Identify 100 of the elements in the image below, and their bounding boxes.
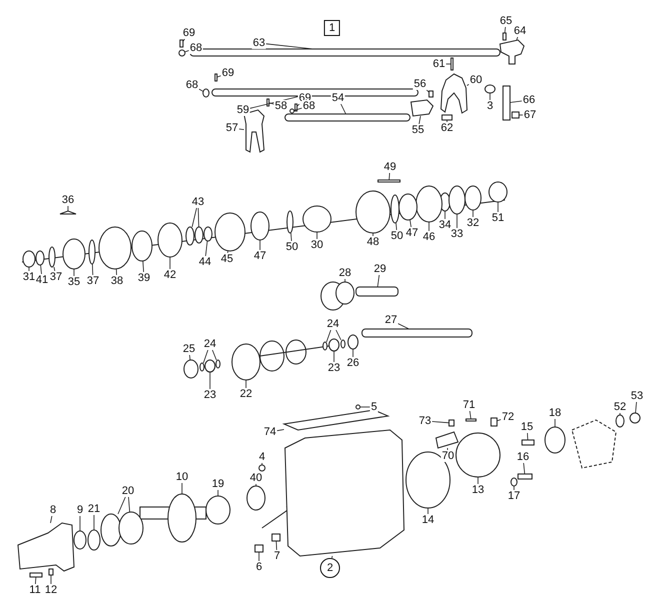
shaft <box>362 328 472 338</box>
callout-number: 64 <box>512 25 528 37</box>
spring <box>390 194 400 224</box>
callout-number: 48 <box>366 236 380 248</box>
bolt <box>522 440 534 446</box>
seal <box>544 426 566 454</box>
callout-number: 41 <box>34 274 50 286</box>
block <box>410 99 434 117</box>
leader-line <box>54 266 56 272</box>
leader-line <box>290 232 292 242</box>
knob <box>484 84 496 94</box>
callout-number: 22 <box>238 388 254 400</box>
callout-number: 63 <box>252 37 266 49</box>
gear <box>62 238 86 270</box>
gear <box>214 212 246 252</box>
ring <box>202 88 210 98</box>
callout-number: 49 <box>382 161 398 173</box>
leader-line <box>527 432 528 440</box>
leader-line <box>50 574 52 584</box>
leader-line <box>40 264 42 274</box>
callout-number: 31 <box>22 271 36 283</box>
leader-line <box>510 100 522 103</box>
leader-line <box>635 402 637 414</box>
callout-number: 37 <box>86 275 100 287</box>
bolt <box>448 420 454 426</box>
callout-number: 18 <box>548 407 562 419</box>
plate <box>168 494 196 542</box>
callout-number: 34 <box>438 219 452 231</box>
bolt <box>490 418 498 426</box>
callout-number: 58 <box>274 100 288 112</box>
pin <box>180 40 184 48</box>
leader-line <box>428 222 430 232</box>
key <box>60 210 76 214</box>
callout-number: 56 <box>412 78 428 90</box>
circled-number: 2 <box>320 558 340 578</box>
leader-line <box>426 90 430 93</box>
leader-line <box>398 323 410 330</box>
callout-number: 68 <box>184 79 200 91</box>
pin <box>214 74 218 82</box>
callout-number: 45 <box>220 253 234 265</box>
gear <box>336 282 354 304</box>
leader-line <box>377 274 380 288</box>
gear <box>356 190 390 234</box>
spring <box>286 210 294 234</box>
ring <box>100 514 122 546</box>
callout-number: 61 <box>432 58 446 70</box>
synchro-ring <box>132 230 152 262</box>
callout-number: 44 <box>198 256 212 268</box>
leader-line <box>238 128 244 130</box>
bearing <box>204 360 216 372</box>
leader-line <box>203 350 208 364</box>
washer <box>184 360 198 378</box>
callout-number: 6 <box>254 561 264 573</box>
callout-number: 67 <box>522 109 538 121</box>
lever <box>502 86 510 120</box>
synchro-ring <box>398 194 418 220</box>
leader-line <box>418 116 421 124</box>
bolt <box>466 418 476 422</box>
callout-number: 72 <box>500 411 516 423</box>
callout-number: 4 <box>258 451 266 463</box>
callout-number: 42 <box>162 269 178 281</box>
bearing <box>328 338 340 352</box>
gear <box>158 222 182 258</box>
gear <box>302 206 332 232</box>
ring <box>194 226 204 244</box>
pin <box>450 58 454 70</box>
callout-number: 35 <box>66 276 82 288</box>
callout-number: 12 <box>44 584 58 596</box>
spring <box>88 240 96 264</box>
leader-line <box>432 421 450 424</box>
callout-number: 16 <box>516 451 530 463</box>
callout-number: 51 <box>490 212 506 224</box>
leader-line <box>340 104 346 114</box>
callout-number: 68 <box>188 42 204 54</box>
leader-line <box>360 406 370 408</box>
gear <box>22 250 36 268</box>
leader-line <box>396 222 397 230</box>
callout-number: 54 <box>330 92 346 104</box>
leader-line <box>523 462 526 474</box>
bushing <box>488 182 508 202</box>
callout-number: 36 <box>60 194 76 206</box>
plug <box>254 544 264 552</box>
leader-line <box>410 220 412 228</box>
leader-line <box>198 88 204 92</box>
leader-line <box>372 232 374 236</box>
callout-number: 46 <box>422 231 436 243</box>
bolt <box>30 572 42 578</box>
callout-number: 24 <box>326 318 340 330</box>
leader-line <box>182 38 186 42</box>
leader-line <box>294 108 302 111</box>
selector <box>499 39 525 64</box>
callout-number: 19 <box>210 478 226 490</box>
leader-line <box>35 576 36 584</box>
gear <box>232 344 260 380</box>
ring <box>290 108 294 114</box>
plug <box>258 464 266 472</box>
shaft <box>356 286 398 296</box>
leader-line <box>28 266 30 272</box>
callout-number: 29 <box>372 263 388 275</box>
callout-number: 26 <box>346 357 360 369</box>
